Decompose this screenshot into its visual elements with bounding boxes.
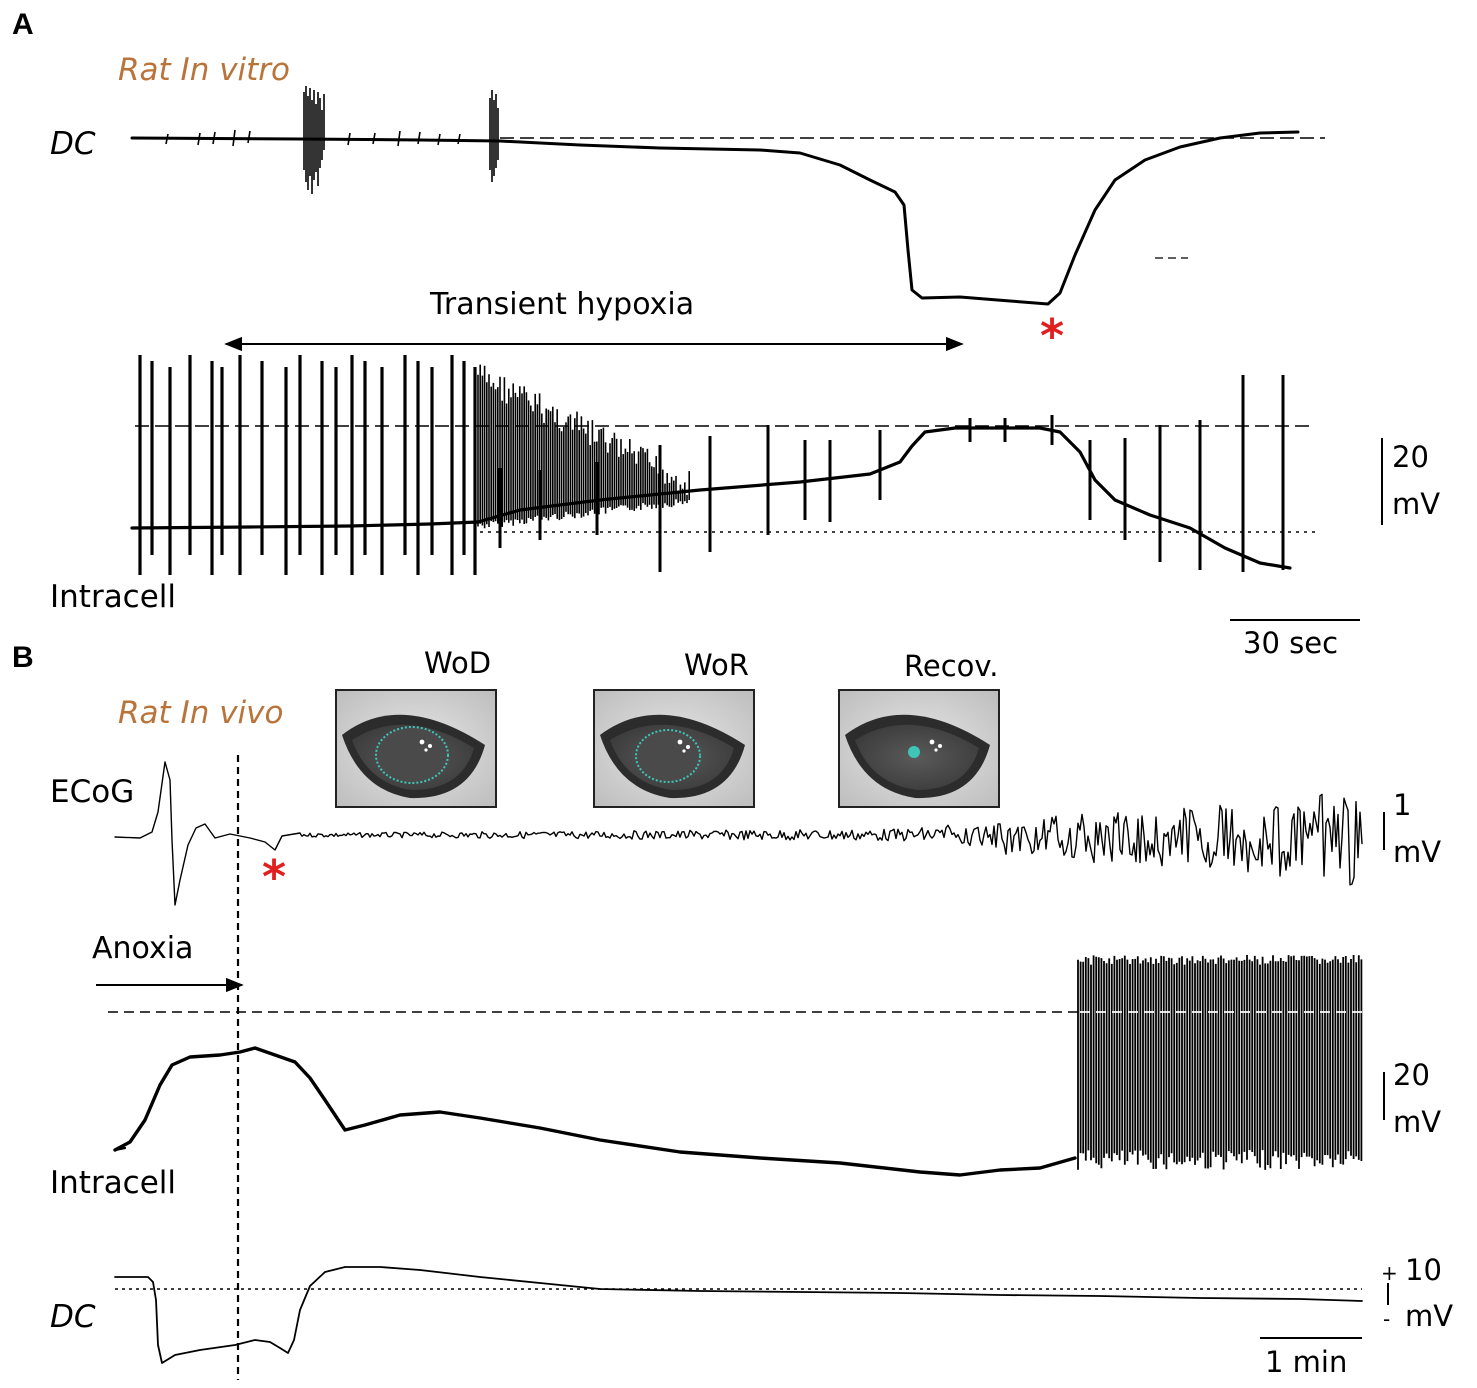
panel-b-dc-label: DC [50, 1299, 96, 1335]
panel-a-intracell-dense-firing [477, 364, 691, 529]
svg-text:1 min: 1 min [1265, 1345, 1347, 1379]
panel-a-intracell-label: Intracell [50, 579, 176, 615]
panel-a-dc-label: DC [50, 126, 96, 162]
panel-b-letter: B [12, 641, 34, 674]
svg-text:20: 20 [1393, 1058, 1430, 1092]
panel-b-marker: * [262, 850, 286, 904]
panel-a: A Rat In vitro DC [12, 8, 1440, 660]
panel-a-dc-signal [130, 130, 1300, 306]
panel-b-intracell-signal [113, 1046, 1077, 1177]
svg-text:1: 1 [1393, 788, 1411, 822]
eye-image-label: WoD [424, 646, 491, 680]
panel-a-intracell-trace [130, 355, 1320, 575]
eye-image-label: Recov. [904, 649, 999, 683]
svg-text:mV: mV [1392, 487, 1440, 521]
panel-b-ecog-scale: 1 mV [1383, 788, 1441, 869]
svg-text:mV: mV [1405, 1299, 1453, 1333]
panel-b-ecog-signal [114, 761, 1363, 906]
eye-image-label: WoR [684, 648, 749, 682]
eye-image-wod: WoD [335, 646, 497, 808]
eye-image-recov: Recov. [838, 649, 1000, 808]
panel-b-condition: Rat In vivo [118, 695, 283, 731]
panel-b-ecog-label: ECoG [50, 774, 134, 810]
svg-text:+: + [1381, 1261, 1398, 1285]
panel-a-condition: Rat In vitro [118, 52, 290, 88]
panel-b-dc-scale: + - 10 mV [1381, 1253, 1453, 1333]
panel-b-ecog-trace [114, 761, 1363, 906]
panel-b-intracell-scale: 20 mV [1383, 1058, 1441, 1139]
panel-a-dc-trace [130, 86, 1325, 306]
svg-text:10: 10 [1405, 1253, 1442, 1287]
panel-b-dc-signal [114, 1266, 1363, 1364]
panel-b-intracell-spikes [1077, 955, 1363, 1170]
panel-a-dc-ticks [165, 129, 461, 147]
panel-a-time-scale: 30 sec [1230, 619, 1360, 660]
svg-text:30 sec: 30 sec [1243, 626, 1338, 660]
panel-a-intracell-spikes [138, 355, 1285, 575]
panel-b-intracell-trace [108, 955, 1363, 1177]
eye-image-wor: WoR [593, 648, 755, 808]
panel-b-time-scale: 1 min [1260, 1337, 1362, 1379]
panel-a-voltage-scale: 20 mV [1381, 438, 1440, 525]
panel-b-annotation: Anoxia [92, 931, 193, 966]
panel-a-annotation: Transient hypoxia [429, 287, 694, 322]
panel-a-dc-bursts [303, 86, 499, 194]
panel-b-dc-trace [114, 1266, 1363, 1364]
panel-b-intracell-label: Intracell [50, 1165, 176, 1201]
svg-text:mV: mV [1393, 835, 1441, 869]
svg-text:20: 20 [1392, 440, 1429, 474]
svg-text:mV: mV [1393, 1105, 1441, 1139]
panel-b: B Rat In vivo WoD WoR Recov. [12, 641, 1453, 1380]
panel-a-marker: * [1040, 309, 1064, 363]
svg-text:-: - [1383, 1307, 1390, 1331]
panel-a-intracell-signal [130, 426, 1292, 570]
panel-a-letter: A [12, 8, 34, 41]
